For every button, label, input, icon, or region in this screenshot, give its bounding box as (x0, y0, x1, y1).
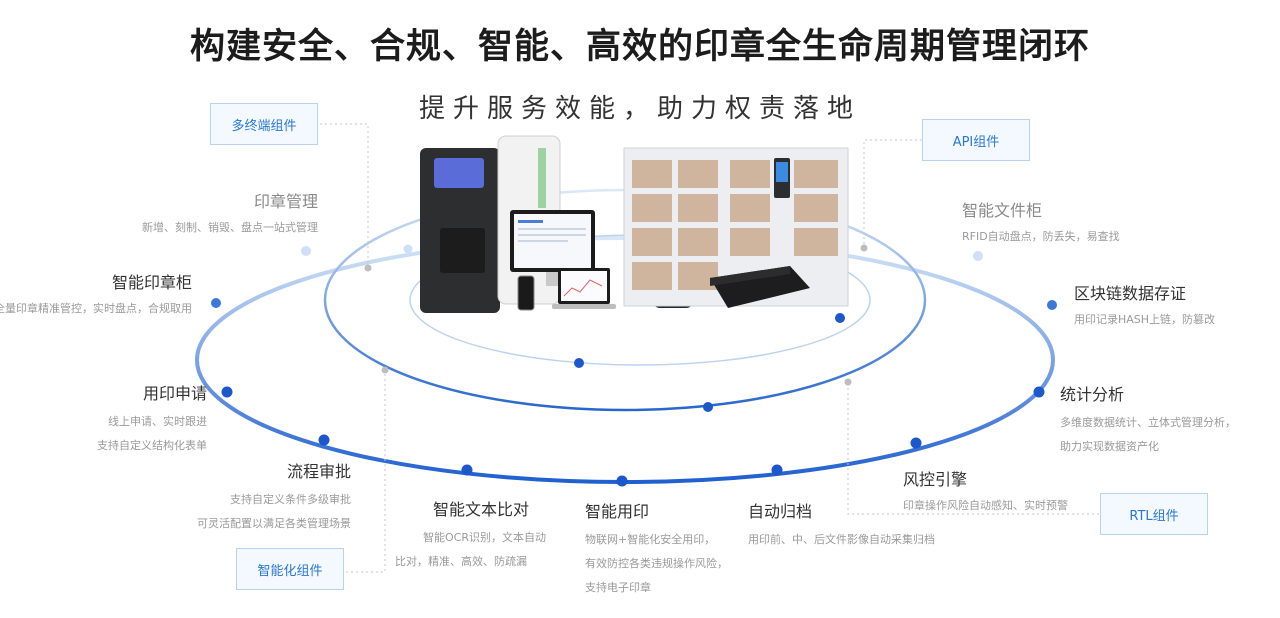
feature-desc: 印章操作风险自动感知、实时预警 (903, 499, 1068, 512)
device-illustration (420, 135, 849, 313)
feature-seal-management: 印章管理 新增、刻制、销毁、盘点一站式管理 (142, 188, 318, 240)
ring-dot (835, 313, 845, 323)
ring-dot (973, 251, 983, 261)
feature-title: 智能印章柜 (111, 273, 192, 292)
connector-multi-terminal (320, 123, 369, 268)
feature-desc: 智能OCR识别，文本自动 (423, 531, 546, 544)
ring-dot (574, 358, 584, 368)
page-title: 构建安全、合规、智能、高效的印章全生命周期管理闭环 (189, 27, 1090, 67)
feature-smart-cabinet: 智能印章柜 全量印章精准管控，实时盘点，合规取用 (0, 269, 192, 321)
file-cabinet-device (623, 147, 849, 307)
tag-api: API组件 (922, 119, 1030, 161)
feature-title: 智能文件柜 (962, 201, 1043, 220)
ring-dot (703, 402, 713, 412)
feature-stats: 统计分析 多维度数据统计、立体式管理分析， 助力实现数据资产化 (1060, 381, 1236, 459)
connector-rtl (847, 382, 1099, 515)
feature-title: 流程审批 (286, 462, 351, 481)
feature-title: 自动归档 (748, 502, 813, 521)
ring-dot (301, 246, 311, 256)
feature-desc: 支持自定义结构化表单 (97, 439, 207, 452)
ring-dot (318, 434, 330, 446)
router-device (710, 266, 810, 308)
feature-title: 智能用印 (585, 502, 650, 521)
ring-dot (844, 378, 852, 386)
ring-dot (771, 464, 783, 476)
feature-title: 智能文本比对 (433, 500, 530, 519)
ring-dot (860, 244, 868, 252)
feature-desc: 可灵活配置以满足各类管理场景 (197, 517, 351, 530)
ring-dot (461, 464, 473, 476)
ring-dot (364, 264, 372, 272)
feature-title: 风控引擎 (903, 470, 968, 489)
feature-desc: 助力实现数据资产化 (1060, 440, 1159, 453)
feature-title: 印章管理 (253, 192, 318, 211)
ring-dot (221, 386, 233, 398)
feature-title: 统计分析 (1060, 385, 1125, 404)
connector-api (863, 139, 922, 248)
feature-blockchain: 区块链数据存证 用印记录HASH上链，防篡改 (1074, 280, 1215, 332)
feature-desc: 支持电子印章 (585, 581, 651, 594)
tag-intelligent: 智能化组件 (236, 548, 344, 590)
ring-dot (910, 437, 922, 449)
feature-desc: 用印记录HASH上链，防篡改 (1074, 313, 1216, 326)
phone-device (517, 275, 535, 311)
feature-file-cabinet: 智能文件柜 RFID自动盘点，防丢失，易查找 (962, 197, 1120, 249)
page-subtitle: 提升服务效能，助力权责落地 (418, 94, 861, 124)
monitor-device (510, 210, 595, 286)
ring-dot (1033, 386, 1045, 398)
feature-desc: 线上申请、实时跟进 (108, 415, 207, 428)
feature-approval: 流程审批 支持自定义条件多级审批 可灵活配置以满足各类管理场景 (197, 458, 351, 536)
ring-dot (1047, 300, 1057, 310)
feature-risk-engine: 风控引擎 印章操作风险自动感知、实时预警 (903, 466, 1068, 518)
feature-title: 区块链数据存证 (1074, 284, 1187, 303)
feature-desc: 物联网+智能化安全用印， (585, 533, 716, 546)
feature-desc: 新增、刻制、销毁、盘点一站式管理 (142, 221, 318, 234)
feature-desc: 支持自定义条件多级审批 (230, 493, 351, 506)
feature-title: 用印申请 (142, 384, 207, 403)
ring-dot (403, 244, 413, 254)
ring-dot (211, 298, 221, 308)
ring-dot (616, 475, 628, 487)
feature-desc: 有效防控各类违规操作风险， (585, 557, 728, 570)
feature-text-compare: 智能文本比对 智能OCR识别，文本自动 比对，精准、高效、防疏漏 (395, 496, 546, 574)
connector-intelligent (346, 370, 386, 573)
feature-desc: RFID自动盘点，防丢失，易查找 (962, 230, 1120, 243)
feature-desc: 全量印章精准管控，实时盘点，合规取用 (0, 302, 192, 315)
feature-desc: 比对，精准、高效、防疏漏 (395, 555, 527, 568)
feature-apply: 用印申请 线上申请、实时跟进 支持自定义结构化表单 (97, 380, 207, 458)
feature-auto-archive: 自动归档 用印前、中、后文件影像自动采集归档 (748, 498, 935, 552)
ring-dot (381, 366, 389, 374)
feature-smart-print: 智能用印 物联网+智能化安全用印， 有效防控各类违规操作风险， 支持电子印章 (585, 498, 728, 600)
laptop-device (552, 268, 616, 309)
feature-desc: 多维度数据统计、立体式管理分析， (1060, 416, 1236, 429)
tag-multi-terminal: 多终端组件 (210, 103, 318, 145)
tag-rtl: RTL组件 (1100, 493, 1208, 535)
feature-desc: 用印前、中、后文件影像自动采集归档 (748, 533, 935, 546)
